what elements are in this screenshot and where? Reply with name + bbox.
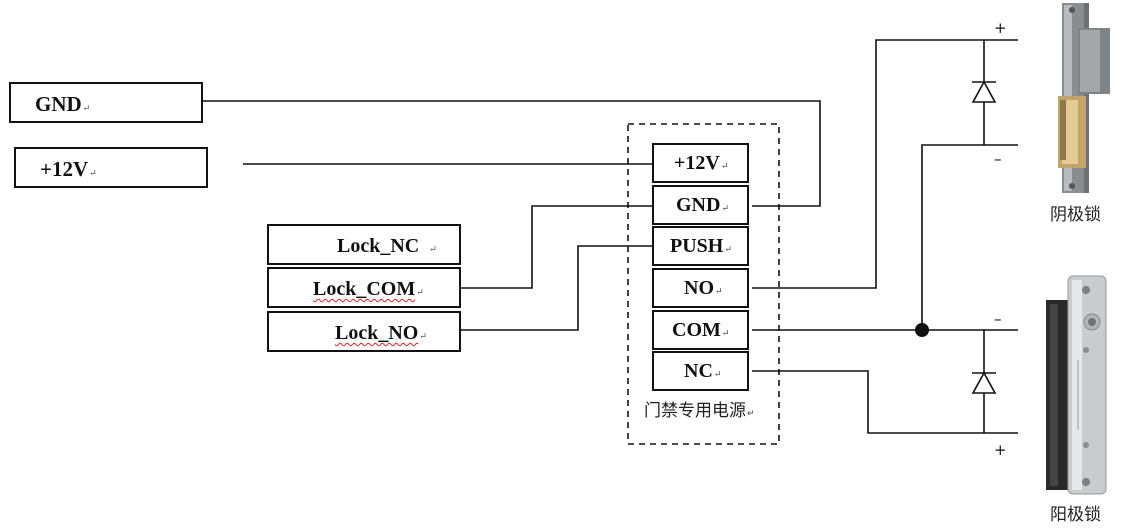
- wire-cathode-minus: [921, 144, 1018, 330]
- paragraph-mark-icon: ↵: [721, 328, 730, 338]
- lock-com-box: Lock_COM↵: [267, 267, 461, 308]
- psu-terminal-label: NO↵: [684, 277, 723, 299]
- input-gnd-box: GND↵: [9, 82, 203, 123]
- wire-lock-no: [460, 245, 652, 331]
- lock-no-label: Lock_NO↵: [335, 322, 427, 344]
- psu-terminal-12v: +12V↵: [652, 143, 749, 183]
- psu-terminal-label: PUSH↵: [670, 235, 732, 257]
- power-supply-enclosure: [627, 123, 780, 445]
- paragraph-mark-icon: ↵: [747, 409, 755, 419]
- paragraph-mark-icon: ↵: [89, 168, 97, 178]
- diode-icon: [971, 80, 997, 103]
- wire-no: [752, 39, 1018, 289]
- paragraph-mark-icon: ↵: [429, 244, 437, 254]
- paragraph-mark-icon: ↵: [82, 103, 91, 113]
- lock-nc-box: Lock_NC↵: [267, 224, 461, 265]
- lock-com-label: Lock_COM↵: [313, 278, 424, 300]
- psu-terminal-label: COM↵: [672, 319, 730, 341]
- input-gnd-label: GND↵: [35, 92, 91, 116]
- paragraph-mark-icon: ↵: [724, 244, 732, 254]
- psu-terminal-com: COM↵: [652, 310, 749, 350]
- lock-nc-label: Lock_NC↵: [337, 235, 437, 257]
- anode-plus-sign: +: [994, 441, 1007, 459]
- junction-dot-icon: [915, 323, 929, 337]
- cathode-minus-sign: –: [994, 150, 1002, 168]
- psu-terminal-label: GND↵: [676, 194, 729, 216]
- wire-nc: [752, 370, 1018, 434]
- diode-icon: [971, 371, 997, 394]
- cathode-plus-sign: +: [994, 19, 1007, 37]
- anode-minus-sign: –: [994, 310, 1002, 328]
- psu-terminal-no: NO↵: [652, 268, 749, 308]
- psu-terminal-label: NC↵: [684, 360, 722, 382]
- psu-terminal-gnd: GND↵: [652, 185, 749, 225]
- power-supply-label: 门禁专用电源↵: [644, 401, 755, 421]
- anode-lock-label: 阳极锁: [1050, 505, 1101, 525]
- wire-lock-com: [460, 205, 652, 289]
- wire-gnd: [203, 100, 821, 207]
- paragraph-mark-icon: ↵: [721, 203, 729, 213]
- psu-terminal-nc: NC↵: [652, 351, 749, 391]
- paragraph-mark-icon: ↵: [713, 369, 722, 379]
- anode-lock-image: [1046, 275, 1107, 495]
- input-12v-label: +12V↵: [40, 157, 97, 181]
- input-12v-box: +12V↵: [14, 147, 208, 188]
- psu-terminal-push: PUSH↵: [652, 226, 749, 266]
- paragraph-mark-icon: ↵: [720, 161, 729, 171]
- cathode-lock-image: [1058, 3, 1110, 193]
- psu-terminal-label: +12V↵: [674, 152, 729, 174]
- paragraph-mark-icon: ↵: [419, 331, 427, 341]
- lock-no-box: Lock_NO↵: [267, 311, 461, 352]
- paragraph-mark-icon: ↵: [715, 286, 723, 296]
- paragraph-mark-icon: ↵: [416, 287, 424, 297]
- cathode-lock-label: 阴极锁: [1050, 205, 1101, 225]
